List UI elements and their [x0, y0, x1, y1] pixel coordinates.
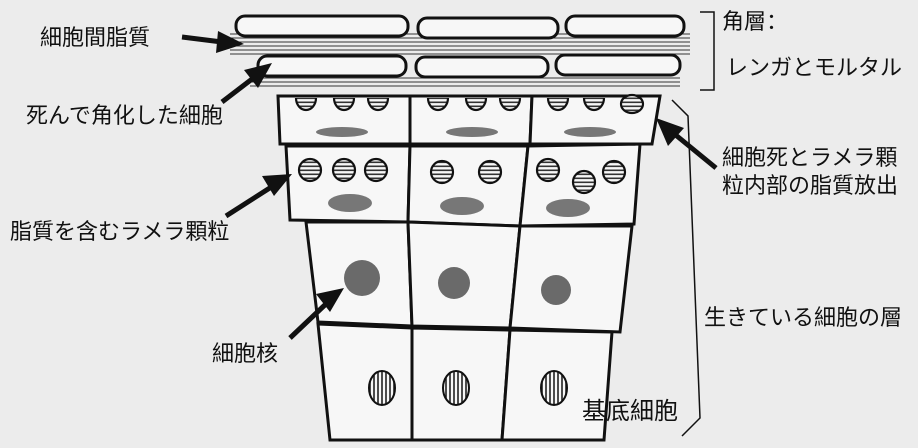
granular-cell-row [278, 95, 660, 144]
lamellar-granule [431, 161, 453, 183]
dividing-nucleus [369, 371, 395, 405]
lower-cell-row [306, 222, 632, 332]
lamellar-granule [537, 159, 559, 181]
lamellar-granule [333, 159, 355, 181]
corneocyte [566, 16, 684, 36]
nucleus [546, 199, 590, 217]
lamellar-granule [573, 171, 595, 193]
corneocyte [416, 57, 548, 77]
cell [510, 226, 632, 332]
label-intercellular-lipid: 細胞間脂質 [40, 26, 150, 52]
label-lipid-release-line1: 細胞死とラメラ顆 [722, 146, 897, 172]
spinous-cell-row [286, 144, 640, 226]
lamellar-granule [479, 161, 501, 183]
label-stratum-corneum-title: 角層： [722, 10, 788, 36]
flattened-nucleus [446, 127, 498, 137]
stratum-corneum-bracket [700, 12, 714, 90]
stratum-corneum [230, 16, 690, 86]
arrow-lamellar-granules [226, 184, 276, 216]
cell-nucleus [541, 275, 571, 305]
flattened-nucleus [316, 127, 368, 137]
lamellar-granule [621, 95, 643, 113]
dividing-nucleus [541, 371, 567, 405]
label-living-layer: 生きている細胞の層 [704, 306, 902, 332]
label-dead-keratinized-cells: 死んで角化した細胞 [26, 104, 223, 130]
label-stratum-corneum-desc: レンガとモルタル [726, 56, 902, 82]
label-cell-nucleus: 細胞核 [212, 342, 278, 368]
cell-nucleus [344, 260, 380, 296]
label-basal-cell: 基底細胞 [582, 398, 678, 424]
label-lipid-lamellar-granules: 脂質を含むラメラ顆粒 [10, 220, 229, 246]
corneocyte [418, 18, 558, 38]
corneocyte [258, 56, 406, 76]
cell-nucleus [438, 267, 470, 299]
corneocyte [556, 55, 680, 75]
lamellar-granule [365, 159, 387, 181]
lamellar-granule [299, 159, 321, 181]
nucleus [440, 197, 484, 215]
basal-cell [318, 324, 412, 440]
flattened-nucleus [564, 127, 616, 137]
label-lipid-release-line2: 粒内部の脂質放出 [722, 174, 898, 200]
arrow-dead-cells [222, 76, 256, 102]
arrowhead [656, 118, 684, 146]
corneocyte [236, 16, 408, 36]
basal-cell-row [318, 324, 612, 440]
lamellar-granule [603, 161, 625, 183]
nucleus [328, 194, 372, 212]
arrow-intercellular-lipid [182, 37, 222, 42]
arrow-lipid-release [672, 132, 716, 168]
dividing-nucleus [443, 371, 469, 405]
